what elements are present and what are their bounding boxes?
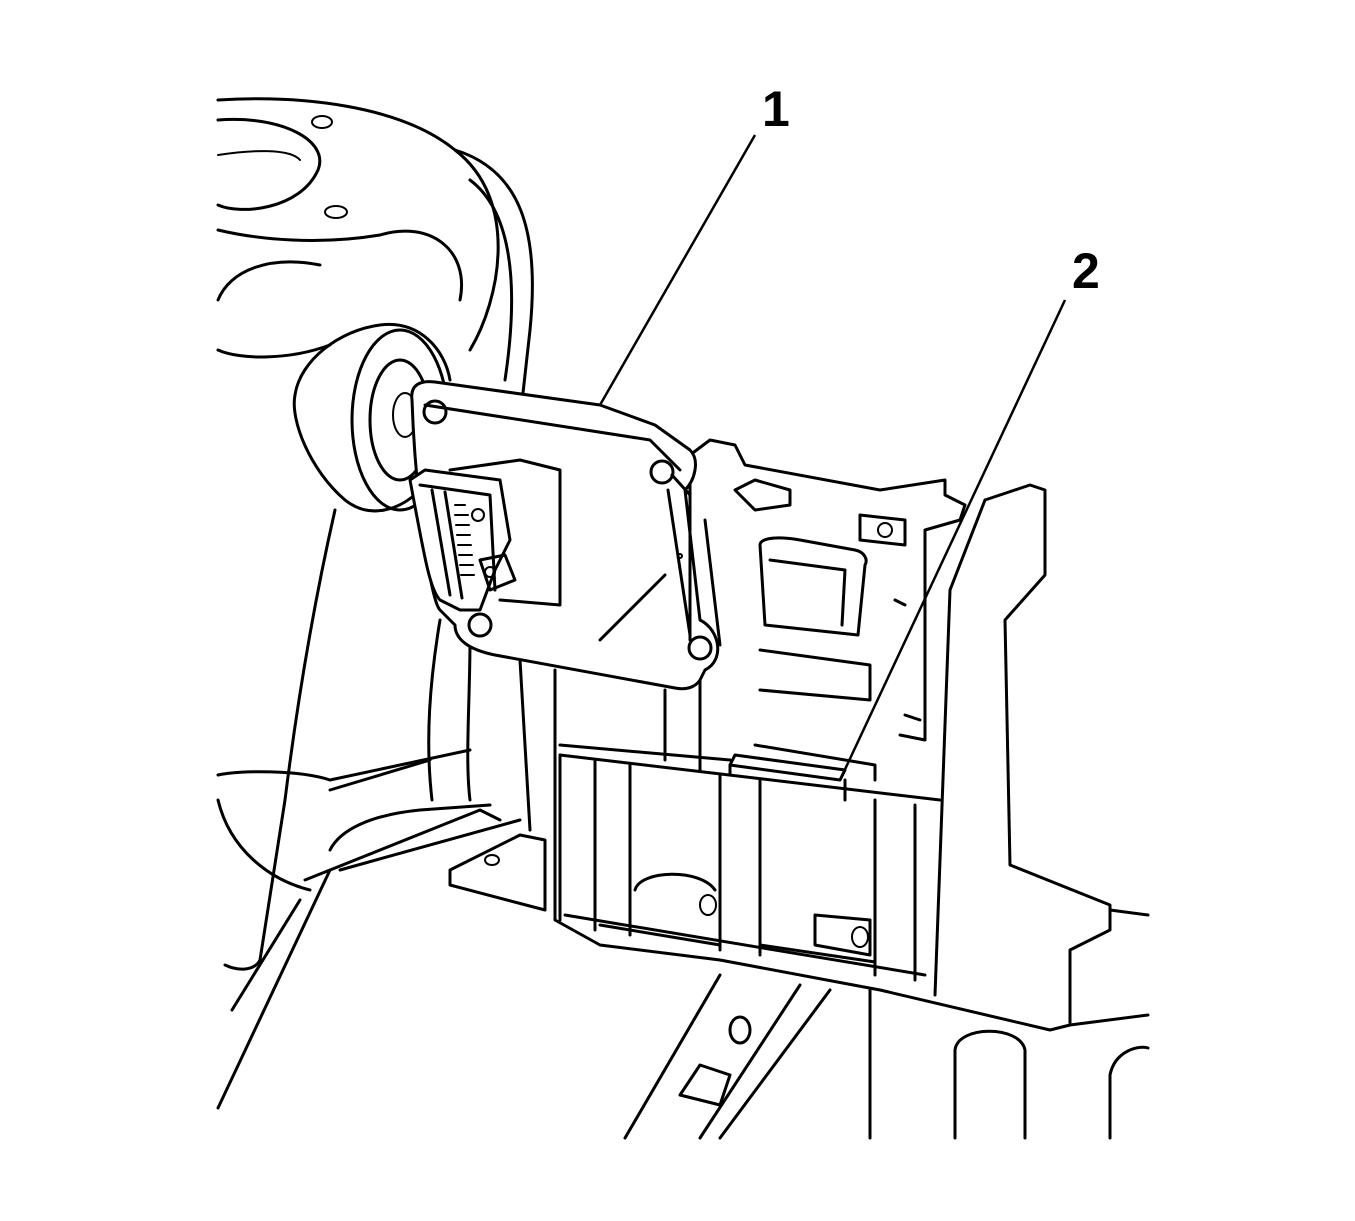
floor-panel [623,908,1150,1140]
strut-tower [216,97,534,422]
leader-lines [598,134,1067,781]
pillar [223,508,532,971]
control-module [408,380,720,691]
callout-1: 1 [762,81,790,137]
leader-1 [598,134,757,406]
leader-2 [838,299,1067,781]
callout-2: 2 [1072,243,1100,299]
floor-structure [216,748,547,1110]
